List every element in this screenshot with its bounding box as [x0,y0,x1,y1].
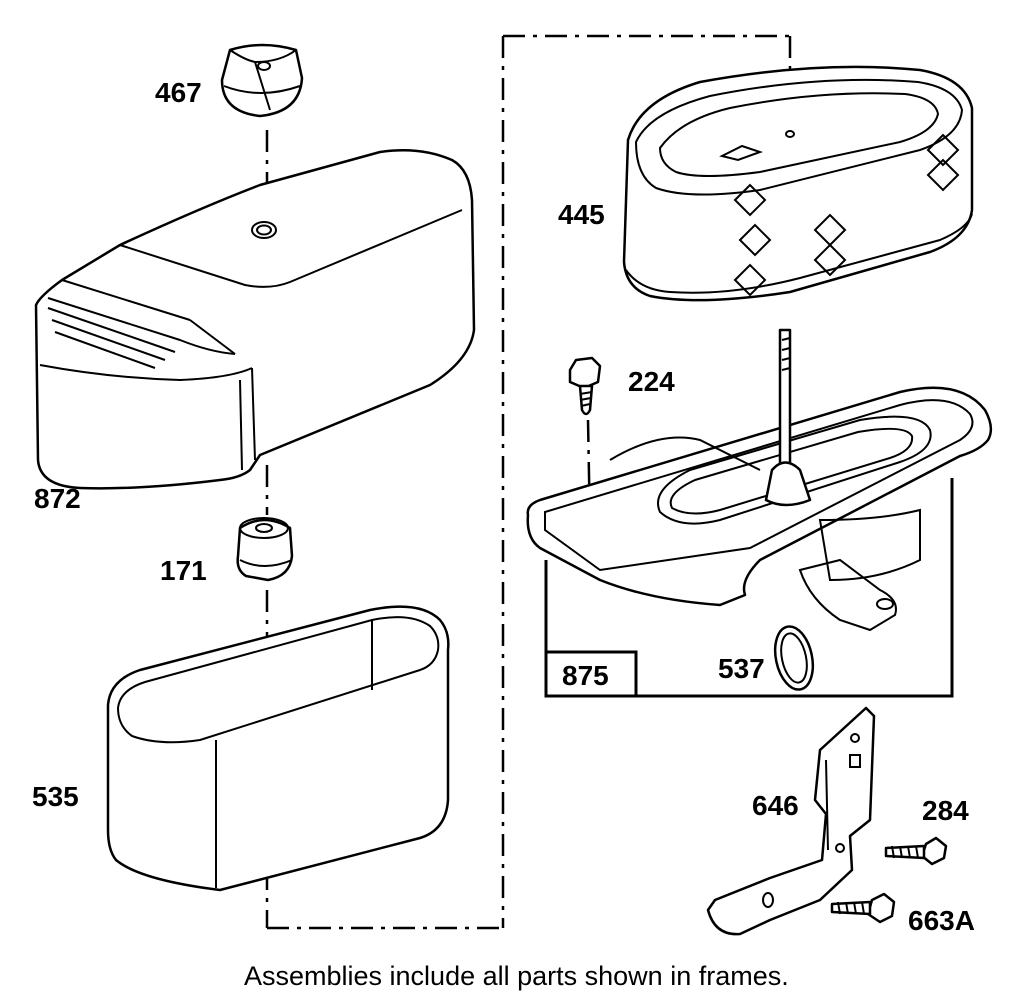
air-cleaner-base-875 [526,328,993,632]
label-872: 872 [34,483,81,514]
filter-cartridge-445 [622,65,974,302]
bracket-646 [706,706,876,936]
label-875: 875 [562,660,609,691]
gasket-537 [773,625,815,691]
label-646: 646 [752,790,799,821]
label-171: 171 [160,555,207,586]
label-445: 445 [558,199,605,230]
label-467: 467 [155,77,202,108]
assembly-frame-875 [544,478,954,698]
label-663a: 663A [908,905,975,936]
caption: Assemblies include all parts shown in fr… [244,961,789,991]
label-537: 537 [718,653,765,684]
knob-467 [220,43,304,118]
filter-mesh-pattern [733,133,960,297]
cover-872 [34,148,476,490]
label-224: 224 [628,366,675,397]
label-284: 284 [922,795,969,826]
screw-284 [884,836,948,866]
grommet-171 [236,517,294,582]
screw-663a [830,892,896,924]
pre-cleaner-535 [106,605,450,892]
assembly-frame-label-box [544,650,638,698]
label-535: 535 [32,781,79,812]
